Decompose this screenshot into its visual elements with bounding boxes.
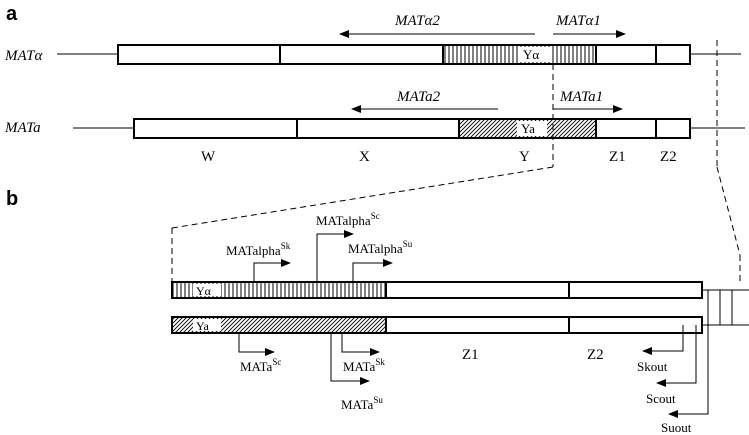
primer-mata-sk-arrow bbox=[341, 334, 380, 356]
locus-a-name: MATa bbox=[4, 120, 41, 136]
primer-mata-sc-arrow bbox=[238, 334, 275, 356]
locus-alpha-name: MATα bbox=[4, 48, 43, 64]
region-w-label: W bbox=[201, 149, 216, 165]
primer-suout-label: Suout bbox=[661, 420, 692, 435]
zoom-a-row bbox=[171, 316, 703, 334]
primer-mata-su-label: MATaSu bbox=[341, 395, 383, 412]
y-alpha-label: Yα bbox=[523, 47, 539, 62]
zoom-y-a-label: Ya bbox=[196, 319, 209, 333]
zoom-alpha-row bbox=[171, 281, 703, 299]
region-z2-label: Z2 bbox=[660, 149, 677, 165]
primer-matalpha-su-arrow bbox=[352, 259, 393, 281]
mat-a1-label: MATa1 bbox=[559, 89, 603, 105]
mat-a2-label: MATa2 bbox=[396, 89, 441, 105]
panel-b-label: b bbox=[6, 188, 18, 210]
zoom-connectors bbox=[171, 40, 741, 282]
primer-suout-arrow bbox=[668, 325, 709, 418]
primer-matalpha-sc-label: MATalphaSc bbox=[316, 211, 380, 228]
primer-mata-sk-label: MATaSk bbox=[343, 357, 385, 374]
y-a-label: Ya bbox=[521, 121, 535, 136]
mat-alpha1-label: MATα1 bbox=[555, 13, 601, 29]
zoom-y-alpha-label: Yα bbox=[196, 284, 212, 298]
mat-alpha2-label: MATα2 bbox=[394, 13, 440, 29]
locus-a-track bbox=[73, 118, 745, 139]
primer-matalpha-sc-arrow bbox=[316, 230, 354, 281]
primer-mata-sc-label: MATaSc bbox=[240, 357, 281, 374]
panel-a-label: a bbox=[6, 3, 18, 25]
primer-skout-arrow bbox=[642, 325, 684, 355]
primer-skout-label: Skout bbox=[637, 359, 668, 374]
region-y-label: Y bbox=[519, 149, 530, 165]
right-end-connectors bbox=[702, 289, 749, 326]
primer-scout-label: Scout bbox=[646, 391, 676, 406]
primer-matalpha-sk-arrow bbox=[253, 259, 291, 281]
locus-alpha-track bbox=[57, 44, 741, 65]
region-x-label: X bbox=[359, 149, 370, 165]
primer-matalpha-sk-label: MATalphaSk bbox=[226, 241, 291, 258]
zoom-z1-label: Z1 bbox=[462, 347, 479, 363]
primer-scout-arrow bbox=[656, 325, 697, 387]
region-z1-label: Z1 bbox=[609, 149, 626, 165]
primer-mata-su-arrow bbox=[330, 334, 370, 385]
zoom-z2-label: Z2 bbox=[587, 347, 604, 363]
primer-matalpha-su-label: MATalphaSu bbox=[348, 239, 413, 256]
